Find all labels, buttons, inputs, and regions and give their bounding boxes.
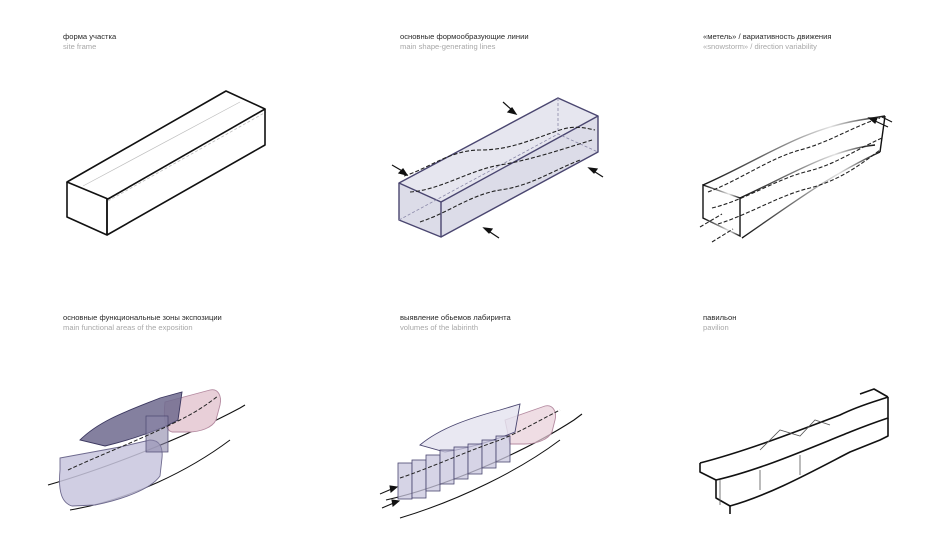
caption-snowstorm: «метель» / вариативность движения «snows…: [703, 32, 831, 52]
caption-en: main functional areas of the exposition: [63, 323, 193, 332]
caption-en: site frame: [63, 42, 97, 51]
caption-ru: выявление обьемов лабиринта: [400, 313, 511, 322]
caption-en: volumes of the labirinth: [400, 323, 479, 332]
caption-ru: основные формообразующие линии: [400, 32, 529, 41]
caption-pavilion: павильон pavilion: [703, 313, 736, 333]
caption-ru: павильон: [703, 313, 737, 322]
caption-functional-areas: основные функциональные зоны экспозиции …: [63, 313, 222, 333]
caption-en: «snowstorm» / direction variability: [703, 42, 817, 51]
caption-ru: форма участка: [63, 32, 117, 41]
caption-site-frame: форма участка site frame: [63, 32, 116, 52]
caption-en: pavilion: [703, 323, 729, 332]
caption-ru: основные функциональные зоны экспозиции: [63, 313, 222, 322]
caption-shape-lines: основные формообразующие линии main shap…: [400, 32, 529, 52]
caption-labirinth: выявление обьемов лабиринта volumes of t…: [400, 313, 511, 333]
caption-en: main shape-generating lines: [400, 42, 496, 51]
caption-ru: «метель» / вариативность движения: [703, 32, 832, 41]
